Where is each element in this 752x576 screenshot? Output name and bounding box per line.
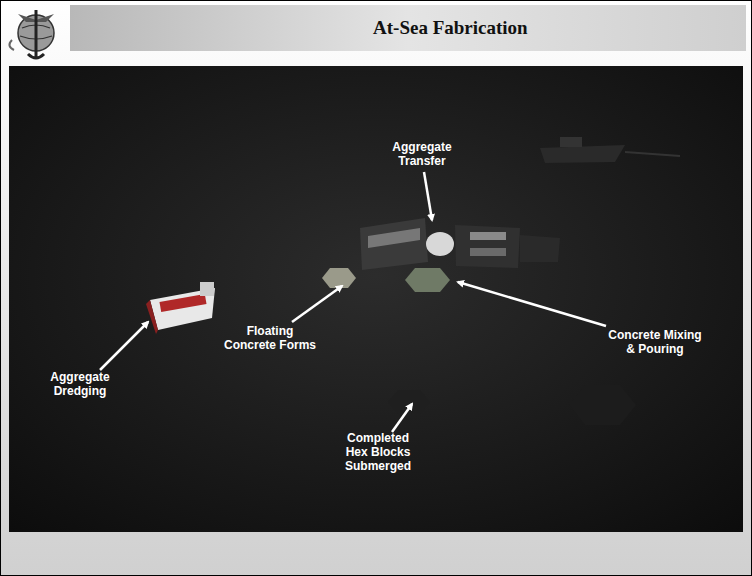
callout-label: Concrete Mixing & Pouring	[605, 328, 705, 356]
dredge-ship	[146, 282, 215, 334]
slide-title: At-Sea Fabrication	[373, 17, 528, 39]
submerged-hex-block	[388, 390, 430, 414]
usmc-emblem	[9, 10, 54, 58]
sea-render	[9, 66, 743, 532]
floating-form-hex	[322, 268, 356, 288]
callout-label: Aggregate Transfer	[386, 140, 458, 168]
leader-arrow	[392, 404, 412, 432]
submerged-hex-block	[569, 385, 636, 425]
pouring-form-hex	[405, 268, 450, 292]
callout-label: Completed Hex Blocks Submerged	[338, 431, 418, 473]
leader-arrow	[458, 282, 606, 326]
callout-label: Floating Concrete Forms	[220, 324, 320, 352]
distant-ship	[540, 137, 680, 163]
callout-label: Aggregate Dredging	[44, 370, 116, 398]
title-bar	[70, 5, 746, 51]
leader-arrow	[100, 322, 148, 370]
fabrication-vessels	[360, 218, 560, 270]
leader-arrow	[292, 286, 342, 322]
leader-arrow	[424, 172, 432, 220]
